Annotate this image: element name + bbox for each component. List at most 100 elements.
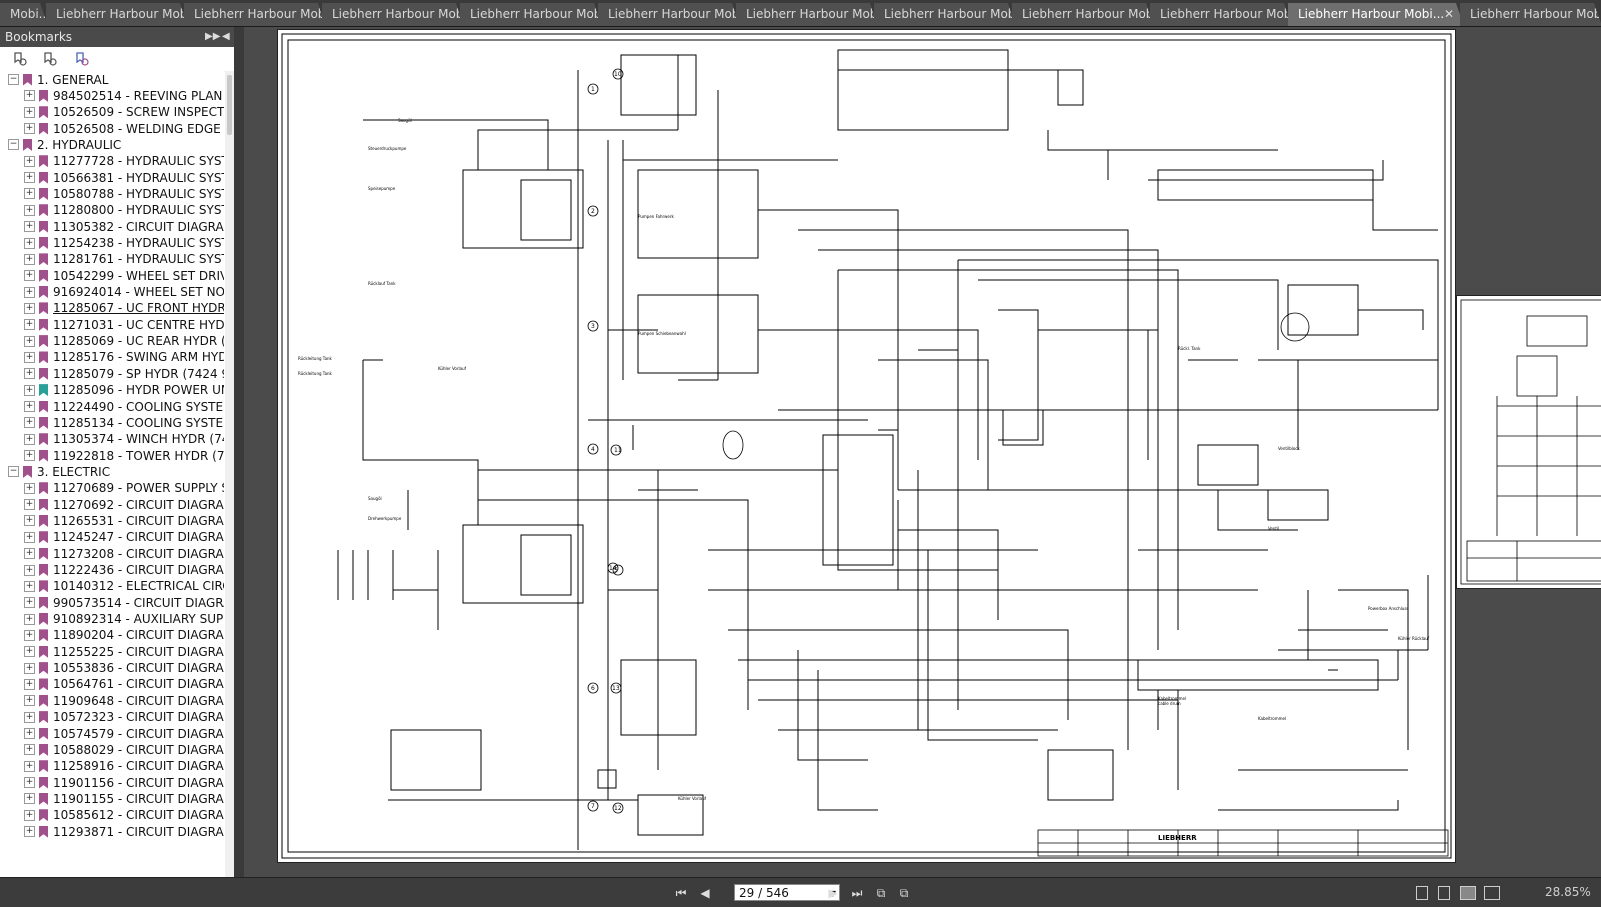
expand-icon[interactable]: + xyxy=(24,482,35,494)
expand-icon[interactable]: + xyxy=(24,793,35,805)
last-page-icon[interactable]: ⏭ xyxy=(851,886,863,900)
bookmark-section[interactable]: −2. HYDRAULIC xyxy=(8,136,121,152)
expand-icon[interactable]: + xyxy=(24,335,35,347)
bookmark-item[interactable]: +10542299 - WHEEL SET DRIVE xyxy=(24,267,224,283)
bookmark-item[interactable]: +11901155 - CIRCUIT DIAGRAM xyxy=(24,790,224,806)
bookmarks-scrollbar[interactable] xyxy=(225,71,234,877)
next-page-icon[interactable]: ▶ xyxy=(828,886,838,900)
expand-icon[interactable]: + xyxy=(24,777,35,789)
collapse-icon[interactable]: − xyxy=(8,74,19,85)
bookmark-item[interactable]: +10526508 - WELDING EDGE IN xyxy=(24,120,224,136)
bookmark-item[interactable]: +11285079 - SP HYDR (7424 92 xyxy=(24,365,224,381)
expand-icon[interactable]: + xyxy=(24,286,35,298)
bookmark-item[interactable]: +11224490 - COOLING SYSTEM xyxy=(24,398,224,414)
document-tab[interactable]: Mobi... xyxy=(0,3,48,26)
bookmark-item[interactable]: +11273208 - CIRCUIT DIAGRAM xyxy=(24,545,224,561)
expand-icon[interactable]: + xyxy=(24,580,35,592)
first-page-icon[interactable]: ⏮ xyxy=(675,886,687,900)
bookmark-item[interactable]: +11909648 - CIRCUIT DIAGRAM xyxy=(24,692,224,708)
document-tab[interactable]: Liebherr Harbour Mobi... xyxy=(598,3,740,26)
expand-icon[interactable]: + xyxy=(24,172,35,184)
bookmark-item[interactable]: +11285069 - UC REAR HYDR (74 xyxy=(24,333,224,349)
bookmark-item[interactable]: +11245247 - CIRCUIT DIAGRAM xyxy=(24,529,224,545)
expand-icon[interactable]: + xyxy=(24,319,35,331)
close-tab-icon[interactable]: ✕ xyxy=(1443,7,1454,21)
expand-icon[interactable]: + xyxy=(24,433,35,445)
expand-bookmarks-icon[interactable] xyxy=(42,51,58,67)
bookmark-item[interactable]: +11222436 - CIRCUIT DIAGRAM xyxy=(24,562,224,578)
bookmark-item[interactable]: +11255225 - CIRCUIT DIAGRAM xyxy=(24,643,224,659)
continuous-facing-view-icon[interactable] xyxy=(1484,886,1500,900)
document-viewer[interactable]: Rückleitung Tank Rückleitung Tank Kühler… xyxy=(244,27,1601,877)
expand-icon[interactable]: + xyxy=(24,188,35,200)
document-tab[interactable]: Liebherr Harbour Mobi... xyxy=(1460,3,1601,26)
bookmark-item[interactable]: +11305382 - CIRCUIT DIAGRAM xyxy=(24,218,224,234)
previous-page-icon[interactable]: ◀ xyxy=(700,886,710,900)
bookmark-item[interactable]: +10566381 - HYDRAULIC SYSTE xyxy=(24,169,224,185)
document-tab-active[interactable]: Liebherr Harbour Mobi...✕ xyxy=(1288,3,1464,26)
expand-icon[interactable]: + xyxy=(24,368,35,380)
expand-icon[interactable]: + xyxy=(24,564,35,576)
bookmark-section[interactable]: −3. ELECTRIC xyxy=(8,463,110,479)
document-tab[interactable]: Liebherr Harbour Mobi... xyxy=(46,3,188,26)
expand-icon[interactable]: + xyxy=(24,678,35,690)
page-dropdown-icon[interactable]: ▼ xyxy=(829,889,836,898)
expand-icon[interactable]: + xyxy=(24,744,35,756)
bookmark-item[interactable]: +11285176 - SWING ARM HYDR xyxy=(24,349,224,365)
collapse-icon[interactable]: − xyxy=(8,139,19,151)
bookmark-item[interactable]: +11281761 - HYDRAULIC SYSTE xyxy=(24,251,224,267)
expand-icon[interactable]: + xyxy=(24,351,35,363)
bookmark-item[interactable]: +11285067 - UC FRONT HYDR (7 xyxy=(24,300,224,316)
bookmark-options-icon[interactable] xyxy=(12,51,28,67)
bookmark-item[interactable]: +10574579 - CIRCUIT DIAGRAM xyxy=(24,725,224,741)
bookmark-item[interactable]: +10572323 - CIRCUIT DIAGRAM xyxy=(24,709,224,725)
bookmark-item[interactable]: +11890204 - CIRCUIT DIAGRAM xyxy=(24,627,224,643)
expand-icon[interactable]: + xyxy=(24,401,35,412)
bookmark-item[interactable]: +916924014 - WHEEL SET NOT xyxy=(24,284,224,300)
bookmark-item[interactable]: +10580788 - HYDRAULIC SYSTE xyxy=(24,185,224,201)
bookmark-item[interactable]: +10588029 - CIRCUIT DIAGRAM xyxy=(24,741,224,757)
expand-icon[interactable]: + xyxy=(24,629,35,641)
expand-icon[interactable]: + xyxy=(24,106,35,118)
document-tab[interactable]: Liebherr Harbour Mobi... xyxy=(322,3,464,26)
expand-icon[interactable]: + xyxy=(24,597,35,609)
expand-icon[interactable]: + xyxy=(24,417,35,429)
continuous-view-icon[interactable] xyxy=(1438,886,1450,900)
document-tab[interactable]: Liebherr Harbour Mobi... xyxy=(874,3,1016,26)
expand-icon[interactable]: + xyxy=(24,90,35,102)
document-tab[interactable]: Liebherr Harbour Mobi... xyxy=(460,3,602,26)
zoom-level[interactable]: 28.85% xyxy=(1545,885,1591,899)
expand-icon[interactable]: + xyxy=(24,270,35,282)
bookmark-item[interactable]: +910892314 - AUXILIARY SUPPL xyxy=(24,611,224,627)
bookmark-item[interactable]: +11277728 - HYDRAULIC SYSTE xyxy=(24,153,224,169)
expand-icon[interactable]: + xyxy=(24,302,35,314)
expand-icon[interactable]: + xyxy=(24,531,35,543)
expand-icon[interactable]: + xyxy=(24,253,35,265)
expand-icon[interactable]: + xyxy=(24,711,35,723)
expand-icon[interactable]: + xyxy=(24,662,35,674)
expand-icon[interactable]: + xyxy=(24,221,35,233)
expand-icon[interactable]: + xyxy=(24,384,35,396)
bookmark-item[interactable]: +11280800 - HYDRAULIC SYSTE xyxy=(24,202,224,218)
bookmark-item[interactable]: +11270689 - POWER SUPPLY SU xyxy=(24,480,224,496)
bookmark-section[interactable]: −1. GENERAL xyxy=(8,71,108,87)
expand-icon[interactable]: + xyxy=(24,809,35,821)
bookmark-item[interactable]: +990573514 - CIRCUIT DIAGRAM xyxy=(24,594,224,610)
panel-splitter[interactable] xyxy=(234,27,244,877)
bookmark-item[interactable]: +10564761 - CIRCUIT DIAGRAM xyxy=(24,676,224,692)
facing-view-icon[interactable] xyxy=(1460,886,1476,900)
bookmark-item[interactable]: +11922818 - TOWER HYDR (742 xyxy=(24,447,224,463)
bookmark-item[interactable]: +11293871 - CIRCUIT DIAGRAM xyxy=(24,823,224,839)
expand-icon[interactable]: + xyxy=(24,499,35,511)
expand-icon[interactable]: + xyxy=(24,515,35,527)
bookmark-item[interactable]: +11265531 - CIRCUIT DIAGRAM xyxy=(24,512,224,528)
expand-icon[interactable]: + xyxy=(24,237,35,249)
bookmark-item[interactable]: +11271031 - UC CENTRE HYDR ( xyxy=(24,316,224,332)
single-page-view-icon[interactable] xyxy=(1416,886,1428,900)
expand-icon[interactable]: + xyxy=(24,548,35,560)
collapse-panel-icon[interactable]: ◀ xyxy=(222,31,230,42)
expand-icon[interactable]: + xyxy=(24,826,35,838)
expand-icon[interactable]: + xyxy=(24,646,35,658)
expand-icon[interactable]: + xyxy=(24,123,35,135)
document-tab[interactable]: Liebherr Harbour Mobi... xyxy=(1012,3,1154,26)
